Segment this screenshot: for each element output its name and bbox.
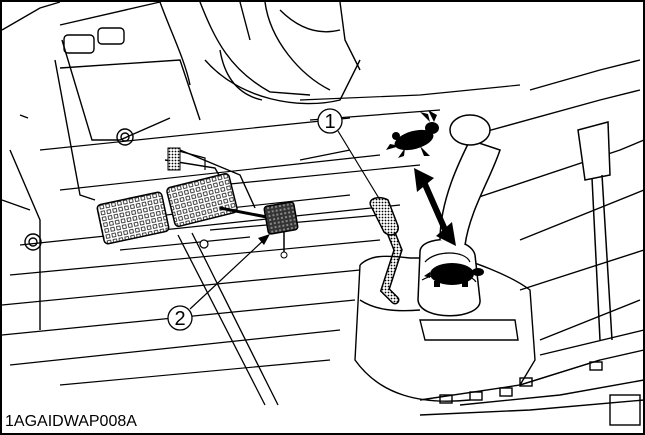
callout-2-number: 2	[174, 308, 185, 330]
callout-1-number: 1	[324, 111, 335, 133]
figure-code-label: 1AGAIDWAP008A	[3, 411, 143, 432]
